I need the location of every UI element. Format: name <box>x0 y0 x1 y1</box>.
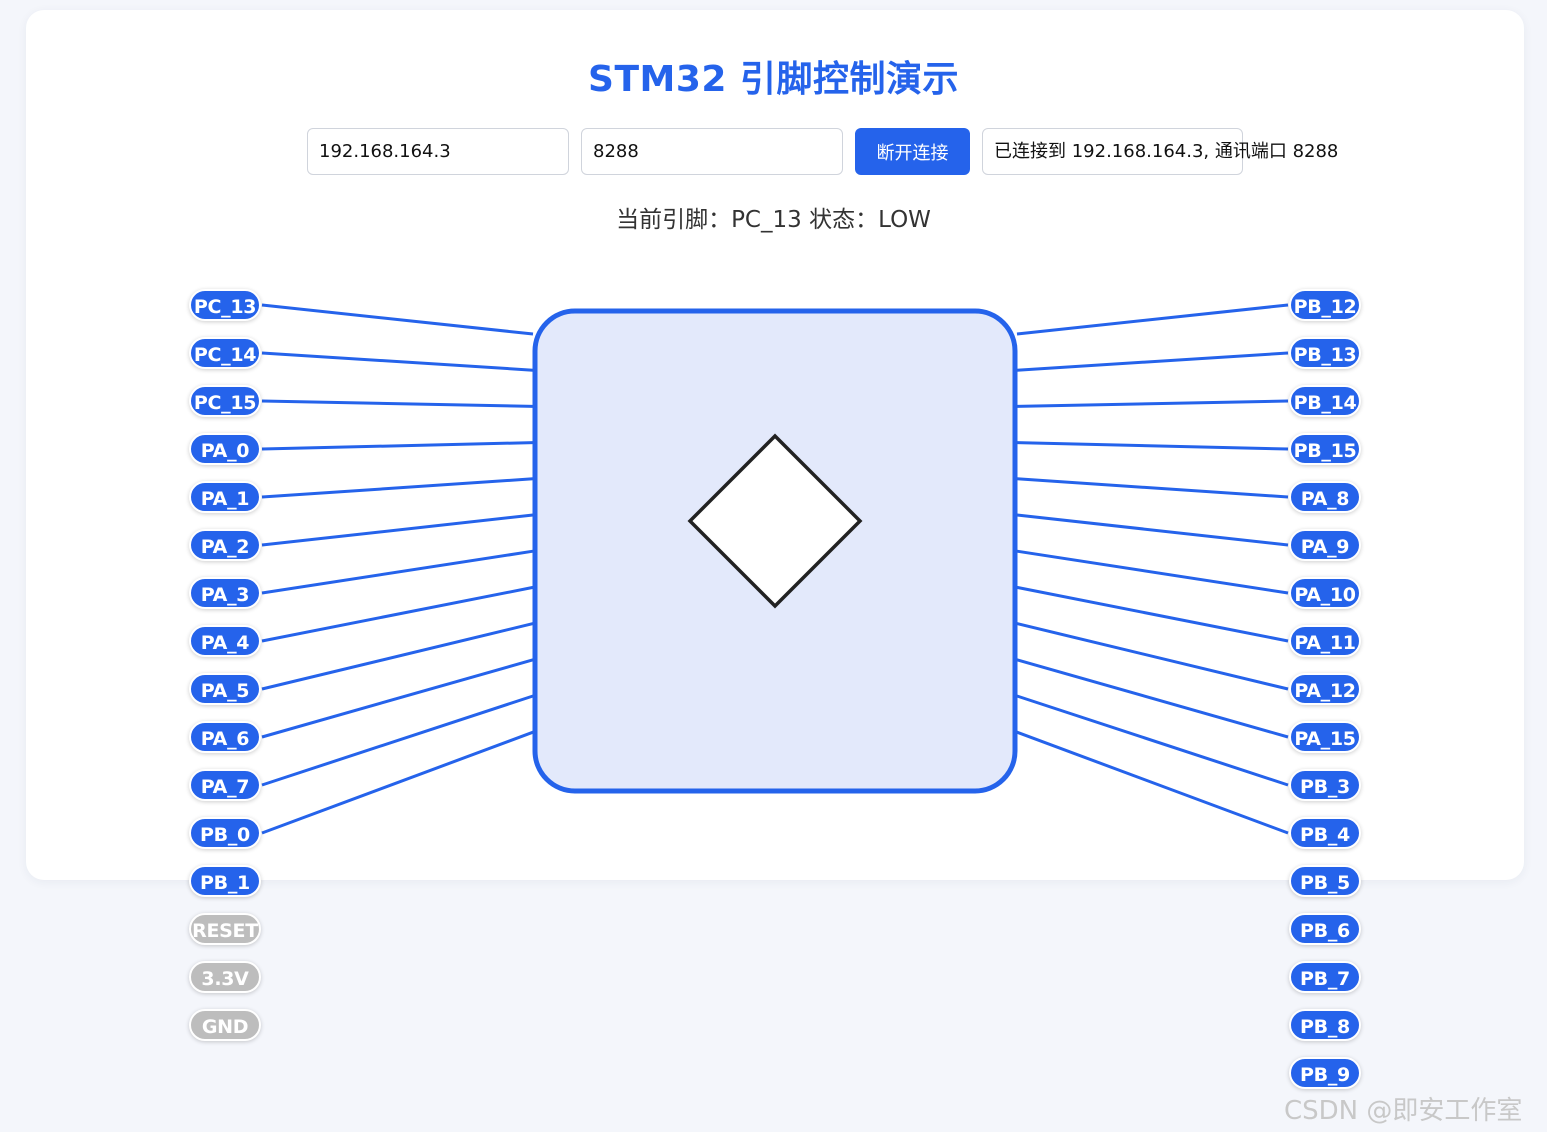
pin-pb-12[interactable]: PB_12 <box>1289 289 1361 321</box>
wire-pa-12 <box>1016 622 1289 691</box>
pin-pb-15[interactable]: PB_15 <box>1289 433 1361 465</box>
pin-pc-13[interactable]: PC_13 <box>189 289 261 321</box>
pin-pa-15[interactable]: PA_15 <box>1289 721 1361 753</box>
wire-pb-4 <box>1016 730 1289 835</box>
wire-pa-11 <box>1016 585 1289 643</box>
chip-diamond-icon <box>687 433 863 609</box>
wire-pb-15 <box>1016 441 1289 451</box>
pin-pb-1[interactable]: PB_1 <box>189 865 261 897</box>
pin-gnd: GND <box>189 1009 261 1041</box>
pin-pa-3[interactable]: PA_3 <box>189 577 261 609</box>
pin-pc-15[interactable]: PC_15 <box>189 385 261 417</box>
pin-pc-14[interactable]: PC_14 <box>189 337 261 369</box>
pin-pb-14[interactable]: PB_14 <box>1289 385 1361 417</box>
pin-wires <box>261 303 1289 835</box>
pin-pa-9[interactable]: PA_9 <box>1289 529 1361 561</box>
wire-pb-12 <box>1016 303 1289 336</box>
wire-pa-4 <box>261 585 534 643</box>
wire-pa-10 <box>1016 549 1289 595</box>
pin-pa-0[interactable]: PA_0 <box>189 433 261 465</box>
disconnect-button[interactable]: 断开连接 <box>855 128 970 175</box>
wire-pb-0 <box>261 730 534 835</box>
pin-pa-5[interactable]: PA_5 <box>189 673 261 705</box>
pin-pa-8[interactable]: PA_8 <box>1289 481 1361 513</box>
wire-pa-9 <box>1016 513 1289 547</box>
pin-pb-9[interactable]: PB_9 <box>1289 1057 1361 1089</box>
wire-pc-15 <box>261 399 534 408</box>
wire-pc-13 <box>261 303 534 336</box>
wire-pa-6 <box>261 658 534 739</box>
wire-pa-8 <box>1016 477 1289 499</box>
pin-pa-7[interactable]: PA_7 <box>189 769 261 801</box>
page-title: STM32 引脚控制演示 <box>588 59 959 100</box>
wire-pa-7 <box>261 694 534 787</box>
pin-reset: RESET <box>189 913 261 945</box>
pin-pb-4[interactable]: PB_4 <box>1289 817 1361 849</box>
pin-pb-7[interactable]: PB_7 <box>1289 961 1361 993</box>
pin-pa-6[interactable]: PA_6 <box>189 721 261 753</box>
pin-pa-10[interactable]: PA_10 <box>1289 577 1361 609</box>
wire-pb-3 <box>1016 694 1289 787</box>
pin-pb-0[interactable]: PB_0 <box>189 817 261 849</box>
pin-pb-3[interactable]: PB_3 <box>1289 769 1361 801</box>
connection-status-field[interactable]: 已连接到 192.168.164.3, 通讯端口 8288 <box>982 128 1338 175</box>
wire-pc-14 <box>261 351 534 372</box>
pin-pb-8[interactable]: PB_8 <box>1289 1009 1361 1041</box>
port-input[interactable] <box>581 128 843 175</box>
pin-pb-5[interactable]: PB_5 <box>1289 865 1361 897</box>
wire-pa-3 <box>261 549 534 595</box>
pin-pa-2[interactable]: PA_2 <box>189 529 261 561</box>
pin-pb-6[interactable]: PB_6 <box>1289 913 1361 945</box>
wire-pa-1 <box>261 477 534 499</box>
pin-pb-13[interactable]: PB_13 <box>1289 337 1361 369</box>
ip-input[interactable] <box>307 128 569 175</box>
pin-pa-12[interactable]: PA_12 <box>1289 673 1361 705</box>
watermark: CSDN @即安工作室 <box>1284 1096 1523 1126</box>
current-pin-status: 当前引脚：PC_13 状态：LOW <box>616 207 931 233</box>
pin-pa-11[interactable]: PA_11 <box>1289 625 1361 657</box>
wire-pa-2 <box>261 513 534 547</box>
wire-pb-13 <box>1016 351 1289 372</box>
pin-pa-4[interactable]: PA_4 <box>189 625 261 657</box>
pin-3-3v: 3.3V <box>189 961 261 993</box>
wire-pa-5 <box>261 622 534 691</box>
wire-pa-15 <box>1016 658 1289 739</box>
wire-pb-14 <box>1016 399 1289 408</box>
pin-pa-1[interactable]: PA_1 <box>189 481 261 513</box>
wire-pa-0 <box>261 441 534 451</box>
